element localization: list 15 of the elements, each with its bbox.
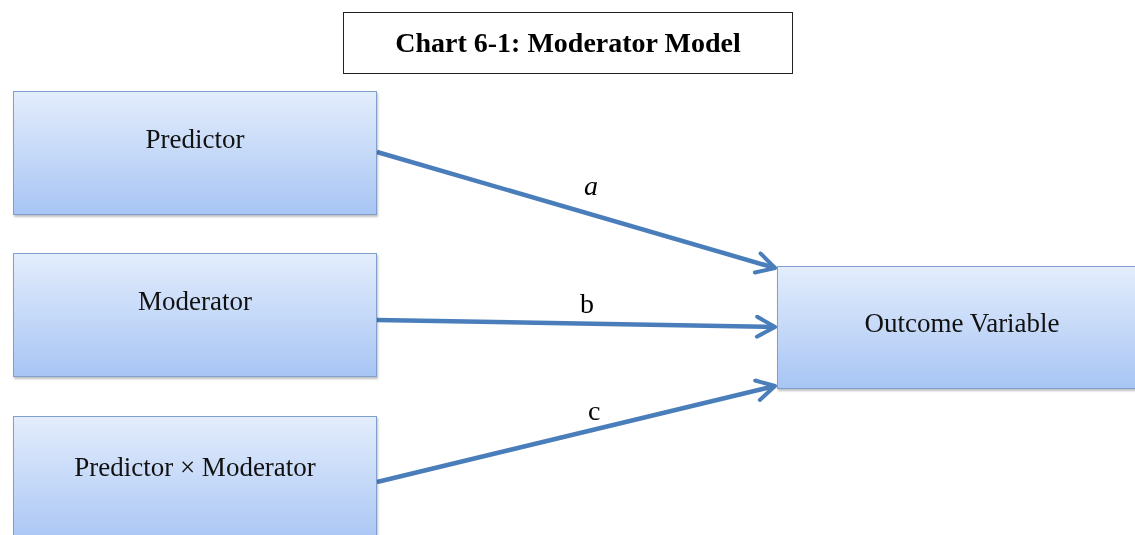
variable-box <box>13 416 377 535</box>
arrow <box>376 378 777 485</box>
variable-box <box>13 253 377 377</box>
edge-label: b <box>580 290 594 318</box>
box-label: Moderator <box>138 285 252 317</box>
edge-label: a <box>584 172 598 200</box>
variable-box <box>777 266 1135 389</box>
title-box: Chart 6-1: Moderator Model <box>343 12 793 74</box>
box-label: Predictor × Moderator <box>74 451 316 483</box>
arrow <box>376 314 777 339</box>
box-label: Predictor <box>145 123 245 155</box>
arrow <box>376 149 777 275</box>
edge-label: c <box>588 397 601 425</box>
box-label: Outcome Variable <box>864 308 1060 339</box>
variable-box <box>13 91 377 215</box>
